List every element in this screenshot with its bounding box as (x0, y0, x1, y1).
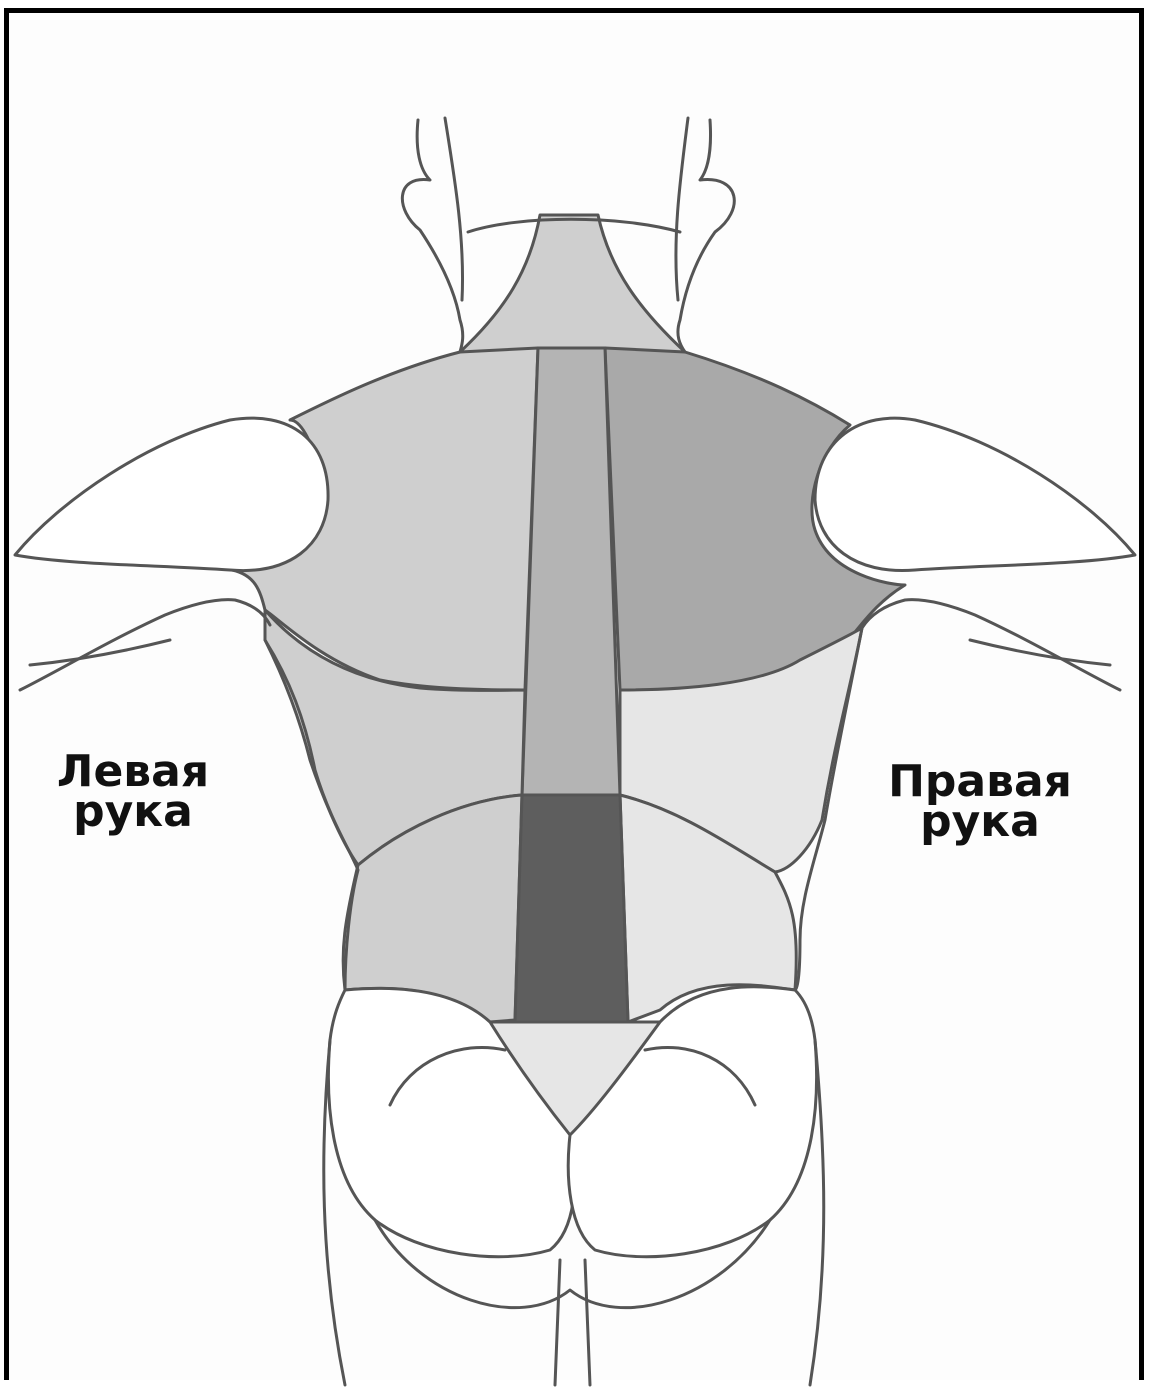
spine-upper-zone (522, 348, 620, 795)
right-arm-label-line2: рука (875, 802, 1085, 842)
neck-zone (460, 215, 685, 352)
right-ear-line (678, 120, 734, 352)
left-ear-line (402, 120, 462, 352)
left-arm-label: Левая рука (38, 752, 228, 832)
right-neck-line (676, 118, 688, 300)
left-neck-line (445, 118, 463, 300)
lumbar-dark-zone (515, 795, 628, 1022)
right-arm-label: Правая рука (875, 762, 1085, 842)
left-arm-label-line2: рука (38, 792, 228, 832)
left-deltoid (15, 418, 328, 570)
right-deltoid (815, 418, 1135, 570)
